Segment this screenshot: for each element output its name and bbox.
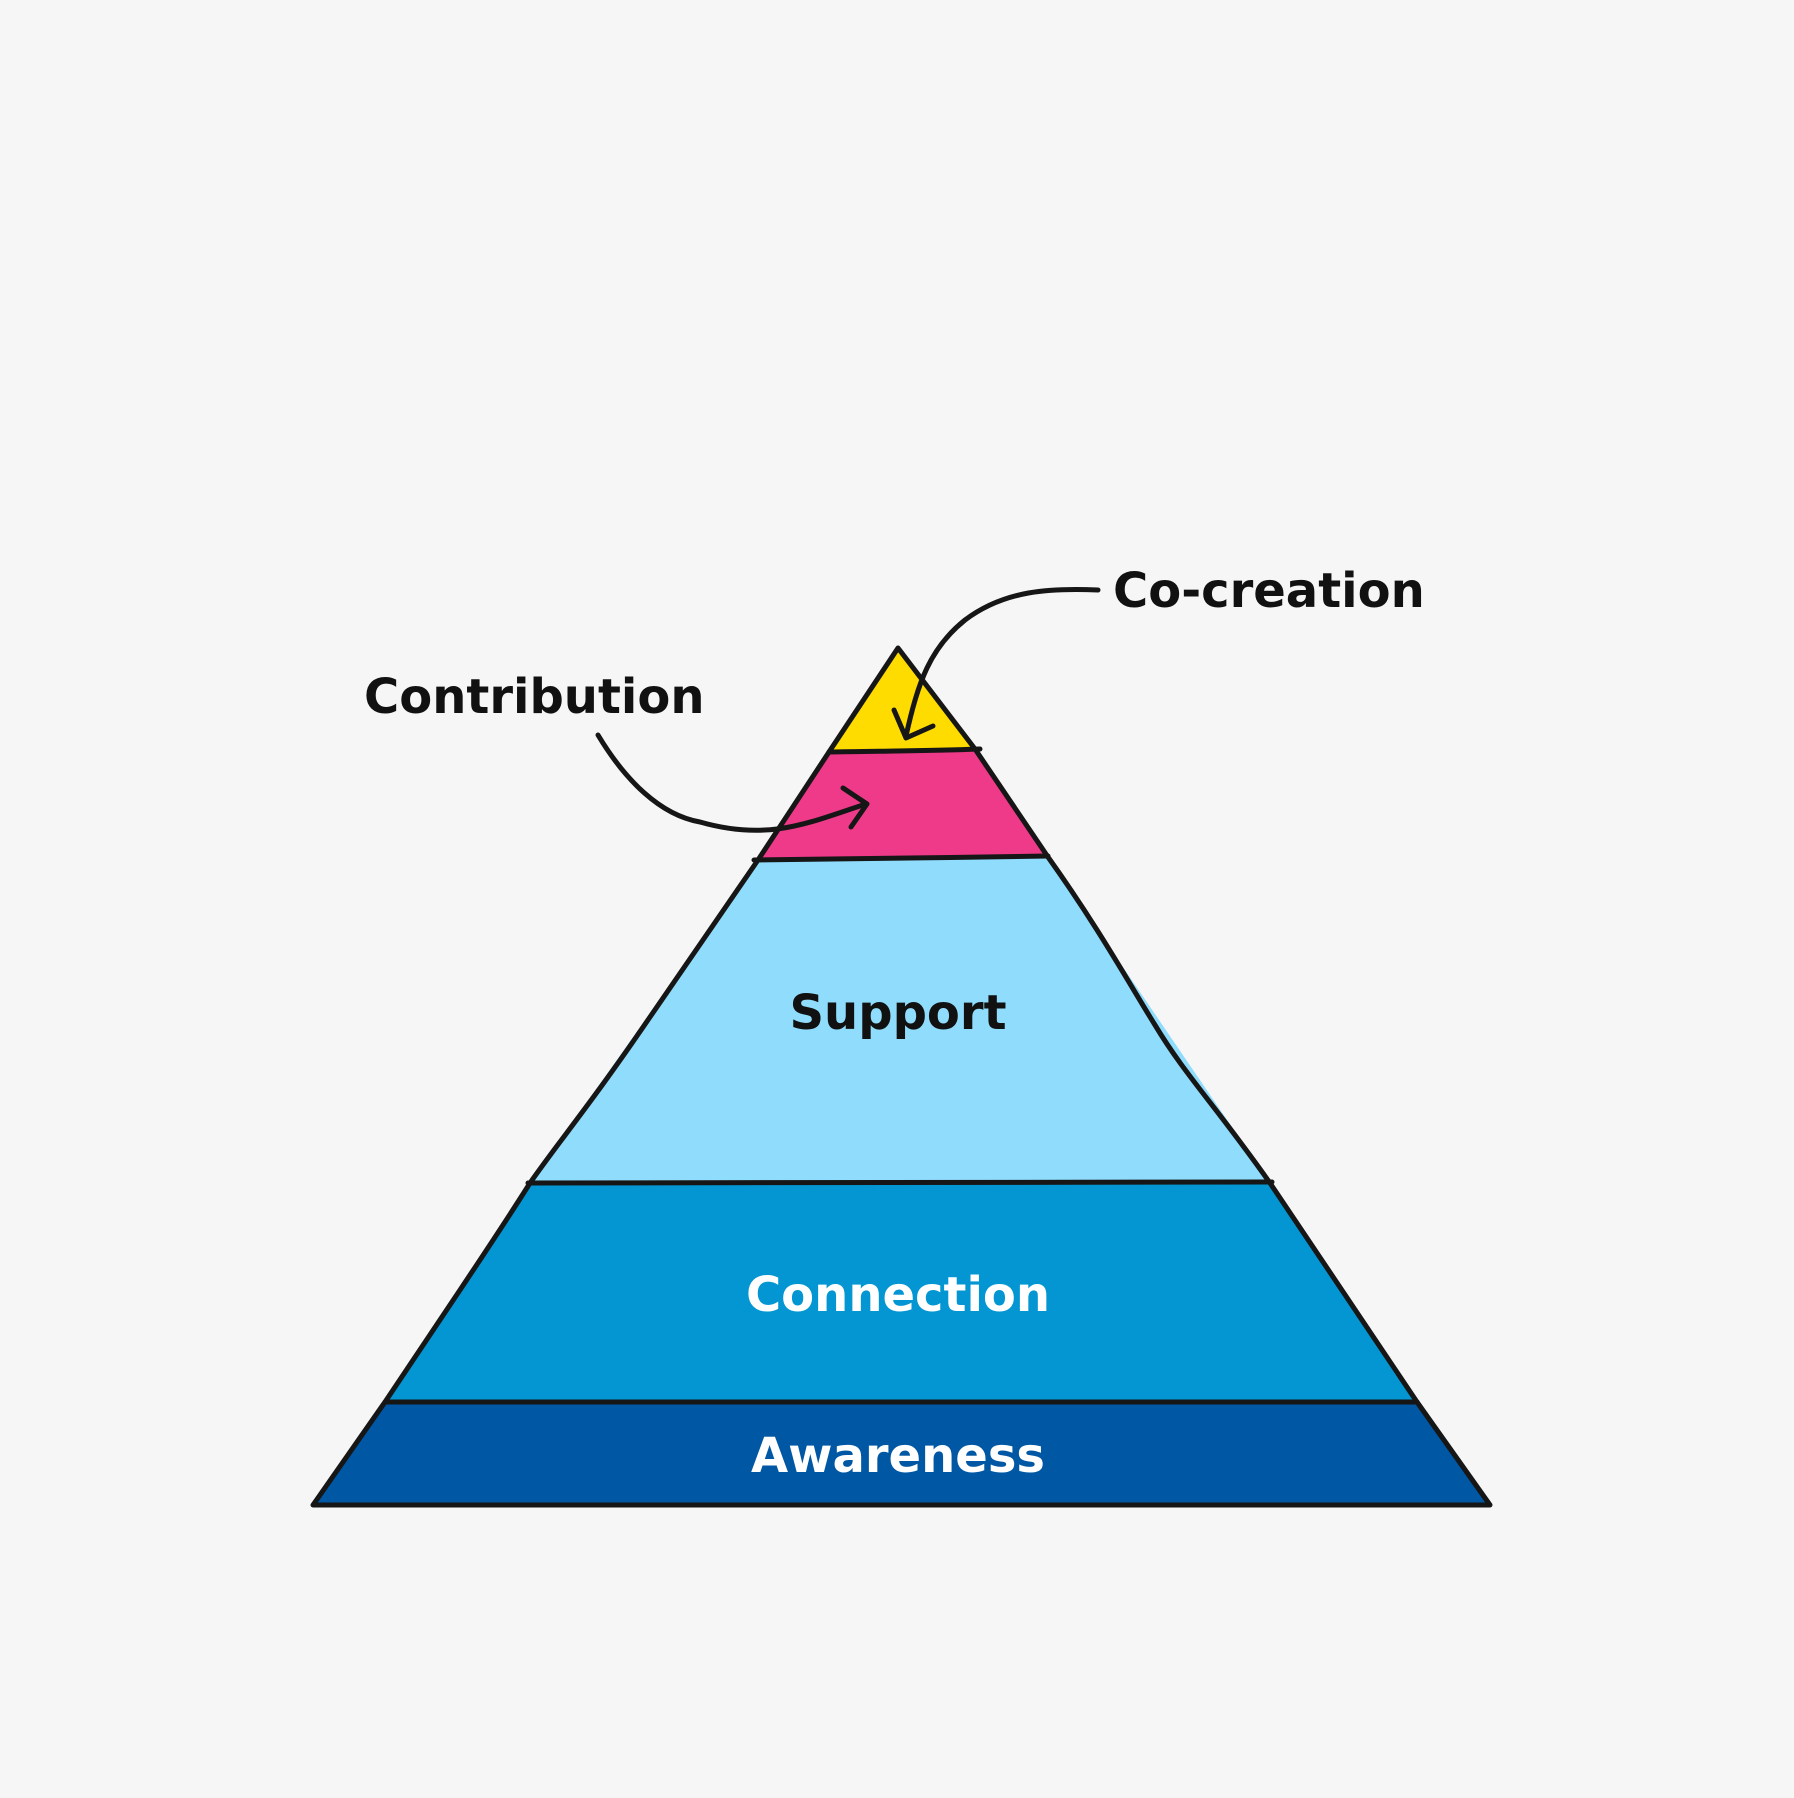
label-connection: Connection bbox=[746, 1267, 1050, 1323]
pyramid-level-contribution bbox=[758, 749, 1048, 860]
pyramid-outline bbox=[310, 645, 1493, 1508]
label-contribution: Contribution bbox=[364, 669, 705, 725]
co-creation-arrow bbox=[891, 586, 1101, 741]
label-support: Support bbox=[789, 985, 1006, 1041]
label-co-creation: Co-creation bbox=[1113, 563, 1425, 619]
pyramid-level-co-creation bbox=[829, 648, 975, 752]
pyramid-level-connection bbox=[385, 1183, 1417, 1402]
pyramid-level-awareness bbox=[313, 1402, 1490, 1505]
contribution-arrow bbox=[595, 732, 870, 833]
label-awareness: Awareness bbox=[751, 1428, 1045, 1484]
pyramid-level-support bbox=[530, 857, 1270, 1183]
